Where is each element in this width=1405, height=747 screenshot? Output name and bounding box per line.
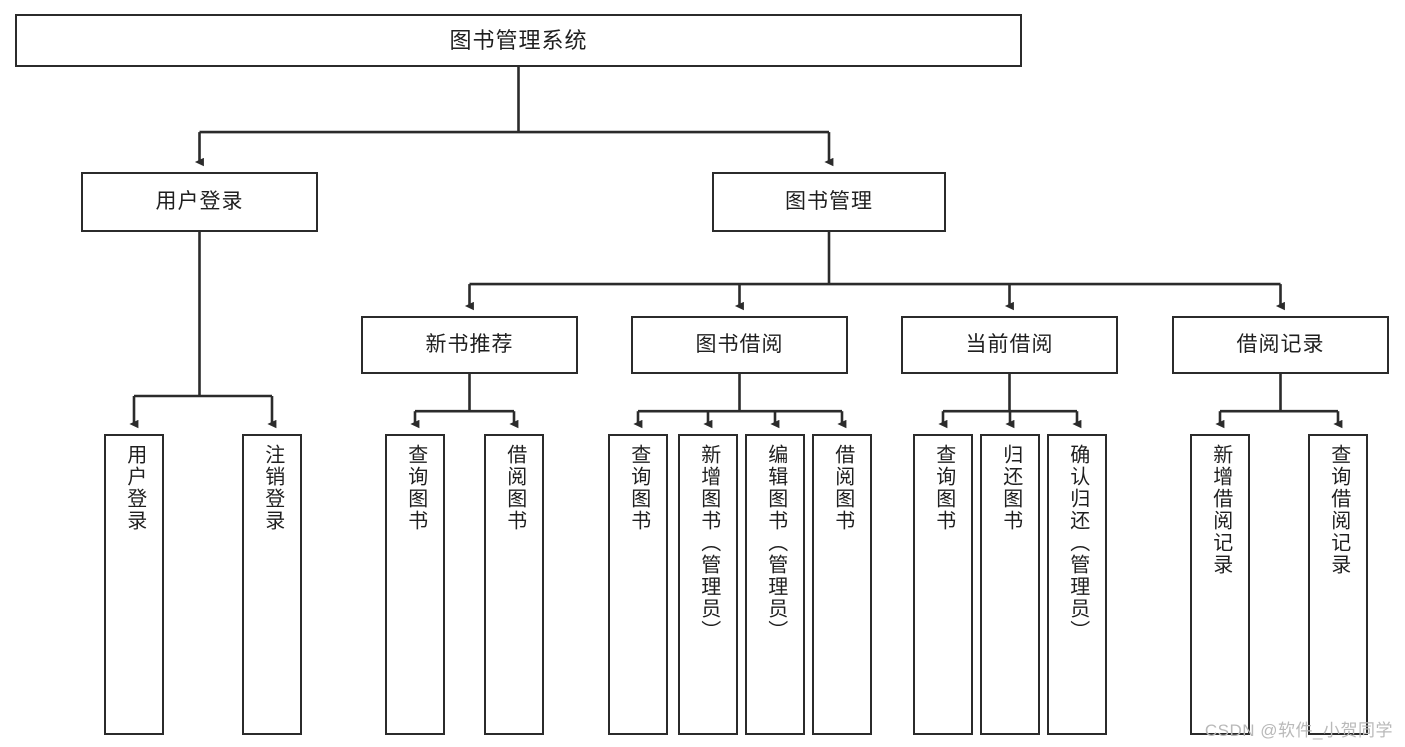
node-label: 查询借阅记录 [1327,444,1350,576]
node-label: 新增图书（管理员） [697,444,720,642]
csdn-watermark: CSDN @软件_小贺同学 [1204,721,1393,740]
node-user-login[interactable]: 用户登录 [81,172,318,232]
node-leaf-query-book-1[interactable]: 查询图书 [385,434,445,735]
node-label: 用户登录 [155,189,244,213]
node-label: 查询图书 [404,444,427,532]
node-leaf-add-record[interactable]: 新增借阅记录 [1190,434,1250,735]
node-leaf-user-login[interactable]: 用户登录 [104,434,164,735]
node-label: 编辑图书（管理员） [764,444,787,642]
node-new-book-rec[interactable]: 新书推荐 [361,316,578,374]
node-leaf-borrow-book-2[interactable]: 借阅图书 [812,434,872,735]
node-leaf-confirm-return[interactable]: 确认归还（管理员） [1047,434,1107,735]
node-label: 图书管理 [785,189,873,213]
node-label: 图书管理系统 [449,27,588,53]
node-book-manage[interactable]: 图书管理 [712,172,946,232]
node-label: 图书借阅 [695,332,784,356]
node-root[interactable]: 图书管理系统 [15,14,1022,67]
node-leaf-query-record[interactable]: 查询借阅记录 [1308,434,1368,735]
node-label: 借阅记录 [1236,332,1325,356]
node-leaf-query-book-2[interactable]: 查询图书 [608,434,668,735]
node-label: 确认归还（管理员） [1066,444,1089,642]
node-leaf-edit-book[interactable]: 编辑图书（管理员） [745,434,805,735]
node-book-borrow[interactable]: 图书借阅 [631,316,848,374]
node-current-borrow[interactable]: 当前借阅 [901,316,1118,374]
node-borrow-record[interactable]: 借阅记录 [1172,316,1389,374]
node-label: 借阅图书 [503,444,526,532]
node-label: 新增借阅记录 [1209,444,1232,576]
node-leaf-add-book[interactable]: 新增图书（管理员） [678,434,738,735]
node-leaf-logout[interactable]: 注销登录 [242,434,302,735]
node-leaf-borrow-book-1[interactable]: 借阅图书 [484,434,544,735]
node-leaf-return-book[interactable]: 归还图书 [980,434,1040,735]
node-label: 借阅图书 [831,444,854,532]
node-label: 新书推荐 [425,332,514,356]
node-label: 归还图书 [999,444,1022,532]
node-leaf-query-book-3[interactable]: 查询图书 [913,434,973,735]
node-label: 查询图书 [932,444,955,532]
node-label: 查询图书 [627,444,650,532]
node-label: 用户登录 [123,444,146,532]
node-label: 当前借阅 [965,332,1054,356]
node-label: 注销登录 [261,444,284,532]
